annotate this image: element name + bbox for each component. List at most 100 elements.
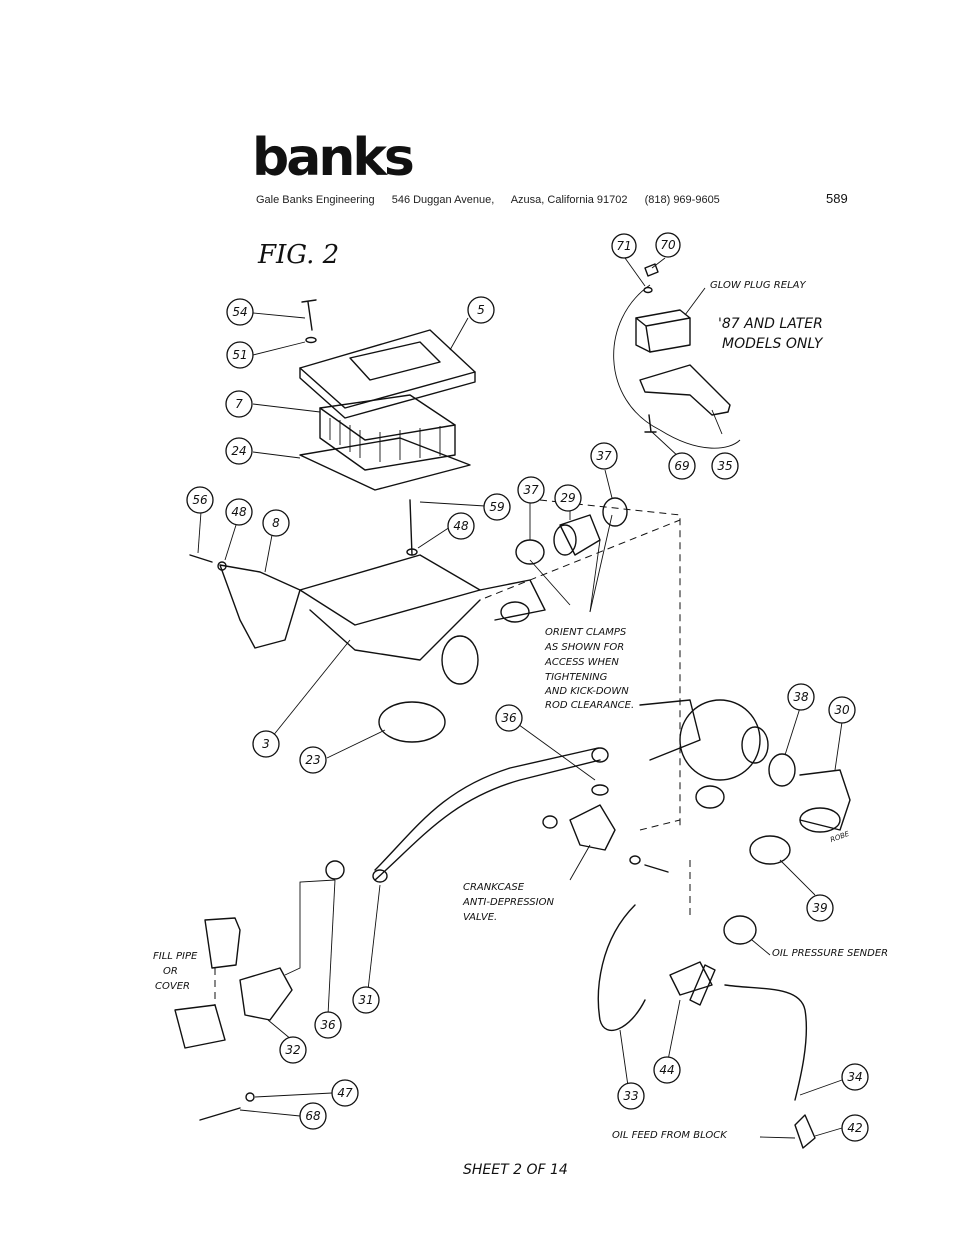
leader-51 — [252, 341, 306, 356]
relay-bracket — [639, 364, 731, 416]
air-cleaner-gasket — [299, 437, 471, 491]
leader-38 — [784, 707, 801, 756]
air-cleaner-outlet — [441, 635, 479, 685]
hose-clamp-small — [325, 860, 345, 880]
oil-tee — [669, 961, 713, 996]
callout-36-upper: 36 — [495, 704, 523, 732]
flange-hole — [500, 601, 530, 623]
leader-orient-2 — [529, 559, 571, 606]
phone-number: (818) 969-9605 — [644, 194, 720, 206]
svg-text:42: 42 — [847, 1121, 862, 1135]
air-cleaner-flange — [479, 579, 546, 621]
leader-71 — [624, 257, 646, 287]
svg-text:39: 39 — [812, 901, 827, 915]
lid-bolt — [301, 299, 317, 331]
note-crankcase-line1: CRANKCASE — [463, 882, 525, 893]
note-fill-line1: FILL PIPE — [153, 951, 198, 962]
note-orient-line1: ORIENT CLAMPS — [545, 627, 627, 638]
svg-text:23: 23 — [305, 753, 320, 767]
leader-orient-3 — [589, 514, 613, 613]
leader-44 — [667, 999, 681, 1061]
note-glow-plug-relay: GLOW PLUG RELAY — [710, 280, 806, 291]
breather-hose-top — [374, 759, 601, 881]
assembly-centerline — [484, 519, 681, 599]
air-cleaner-lid-side — [299, 367, 476, 419]
svg-text:31: 31 — [358, 993, 373, 1007]
elbow-clamp — [768, 753, 796, 787]
note-orient-line4: TIGHTENING — [545, 672, 608, 683]
cover-washer — [245, 1092, 255, 1102]
callout-48-a: 48 — [225, 498, 253, 526]
valve-washer — [629, 855, 641, 865]
oil-line-34 — [724, 984, 808, 1101]
svg-text:59: 59 — [489, 500, 504, 514]
hose-end — [591, 747, 609, 763]
svg-text:38: 38 — [793, 690, 809, 704]
svg-text:5: 5 — [477, 303, 485, 317]
note-orient-line2: AS SHOWN FOR — [545, 642, 625, 653]
svg-text:34: 34 — [847, 1070, 862, 1084]
o-ring-gasket — [378, 701, 446, 743]
leader-39 — [779, 859, 816, 896]
glow-plug-relay-edge — [635, 317, 691, 353]
svg-text:24: 24 — [231, 444, 246, 458]
svg-text:29: 29 — [560, 491, 575, 505]
note-crankcase-line3: VALVE. — [463, 912, 498, 923]
leader-7 — [252, 403, 321, 413]
svg-text:37: 37 — [523, 483, 539, 497]
svg-text:54: 54 — [232, 305, 247, 319]
leader-8 — [264, 534, 273, 573]
callout-48-b: 48 — [447, 512, 475, 540]
crankcase-valve — [569, 804, 616, 851]
svg-text:48: 48 — [231, 505, 247, 519]
note-oil-feed: OIL FEED FROM BLOCK — [612, 1130, 727, 1141]
svg-text:30: 30 — [834, 703, 850, 717]
turbo-lower-port — [695, 785, 725, 809]
hose-clamp-upper — [602, 497, 628, 527]
note-models-line2: MODELS ONLY — [722, 336, 823, 352]
leader-59 — [419, 501, 486, 507]
company-address: Gale Banks Engineering 546 Duggan Avenue… — [256, 194, 734, 206]
svg-text:35: 35 — [717, 459, 732, 473]
svg-text:37: 37 — [596, 449, 612, 463]
leader-5 — [449, 317, 469, 351]
figure-title: FIG. 2 — [258, 240, 340, 270]
document-number: 589 — [826, 191, 848, 206]
svg-text:68: 68 — [305, 1109, 321, 1123]
callout-36-lower: 36 — [314, 1011, 342, 1039]
callout-37-a: 37 — [517, 476, 545, 504]
air-cleaner-base-rim — [299, 554, 481, 626]
svg-text:7: 7 — [235, 397, 243, 411]
svg-text:47: 47 — [337, 1086, 353, 1100]
oil-pressure-sender — [723, 915, 757, 945]
washer — [643, 286, 653, 294]
leader-36-upper — [514, 721, 596, 781]
leader-56 — [197, 511, 202, 554]
callout-29: 29 — [554, 484, 582, 512]
fill-pipe — [204, 917, 241, 969]
assembly-guide-lower — [639, 819, 681, 831]
turbocharger-housing — [679, 699, 761, 781]
mounting-bracket — [219, 564, 301, 649]
callout-38: 38 — [787, 683, 815, 711]
leader-48-a — [224, 524, 237, 561]
callout-3: 3 — [252, 730, 280, 758]
bracket-washer — [217, 561, 227, 571]
svg-text:3: 3 — [262, 737, 270, 751]
city-address: Azusa, California 91702 — [510, 194, 628, 206]
callout-69: 69 — [668, 452, 696, 480]
callout-47: 47 — [331, 1079, 359, 1107]
callout-31: 31 — [352, 986, 380, 1014]
svg-text:56: 56 — [192, 493, 208, 507]
leader-42 — [814, 1127, 843, 1137]
note-fill-line2: OR — [163, 966, 178, 977]
svg-text:69: 69 — [674, 459, 689, 473]
note-models-line1: '87 AND LATER — [718, 316, 823, 332]
glow-plug-relay — [635, 309, 691, 353]
turbo-outlet — [741, 726, 769, 764]
note-orient-line5: AND KICK-DOWN — [545, 686, 629, 697]
leader-oil-feed — [759, 1136, 796, 1139]
leader-48-b — [417, 526, 451, 549]
leader-69 — [651, 431, 681, 459]
callout-70: 70 — [655, 232, 681, 258]
